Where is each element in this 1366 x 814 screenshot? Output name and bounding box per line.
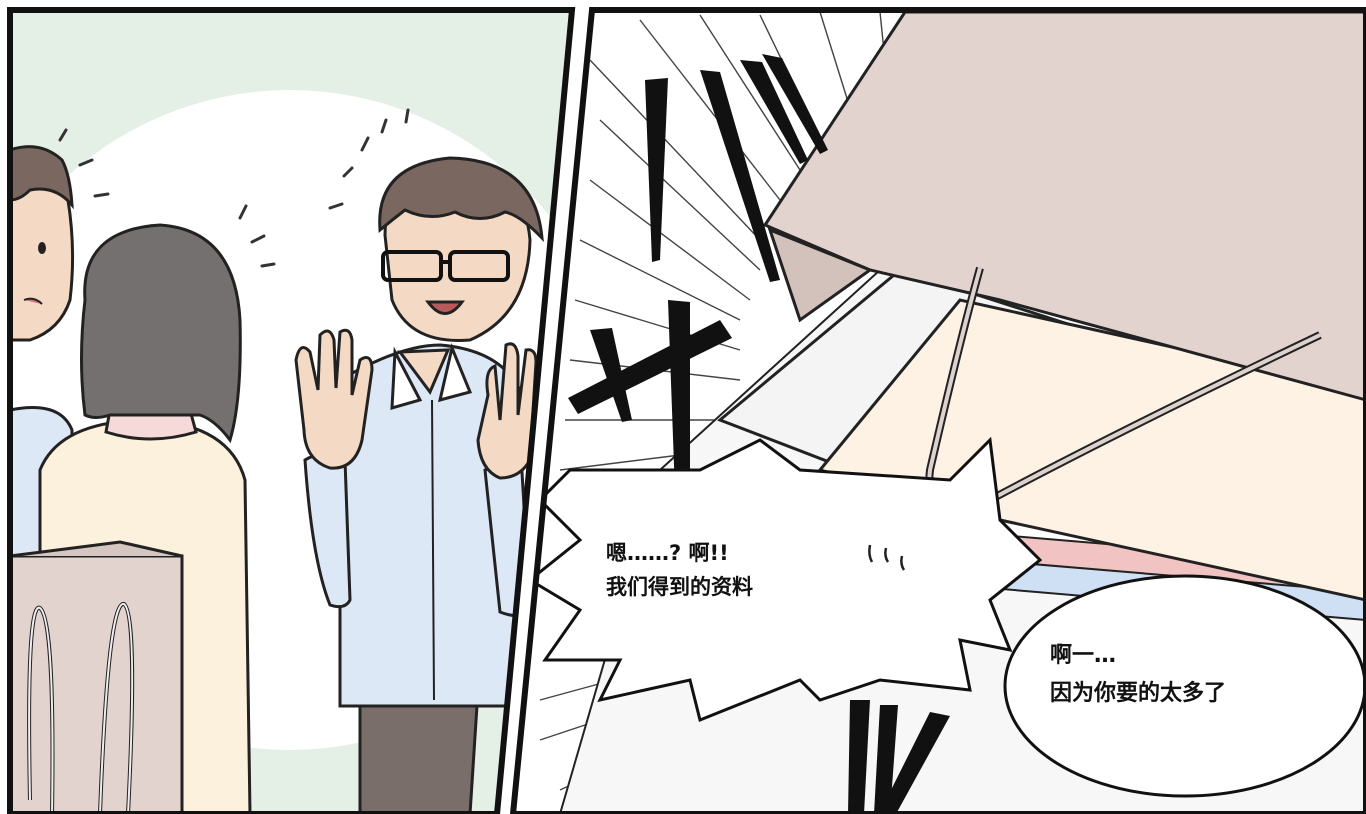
dialogue-line: 我们得到的资料 <box>606 575 753 600</box>
emphasis-marks <box>58 108 410 268</box>
sfx-lettering <box>568 54 950 814</box>
speech-bubble-1-text: 嗯……? 啊!! 我们得到的资料 <box>606 540 753 601</box>
dialogue-line: 啊一… <box>1050 643 1117 668</box>
shopping-bag-left <box>10 540 184 814</box>
speech-bubble-2-text: 啊一… 因为你要的太多了 <box>1050 642 1226 707</box>
dialogue-line: 嗯……? 啊!! <box>606 541 729 565</box>
speech-bubble-1 <box>527 436 1043 723</box>
right-panel <box>509 7 1366 814</box>
dialogue-line: 因为你要的太多了 <box>1050 680 1227 706</box>
left-panel <box>7 7 576 814</box>
man-glasses <box>294 156 544 814</box>
